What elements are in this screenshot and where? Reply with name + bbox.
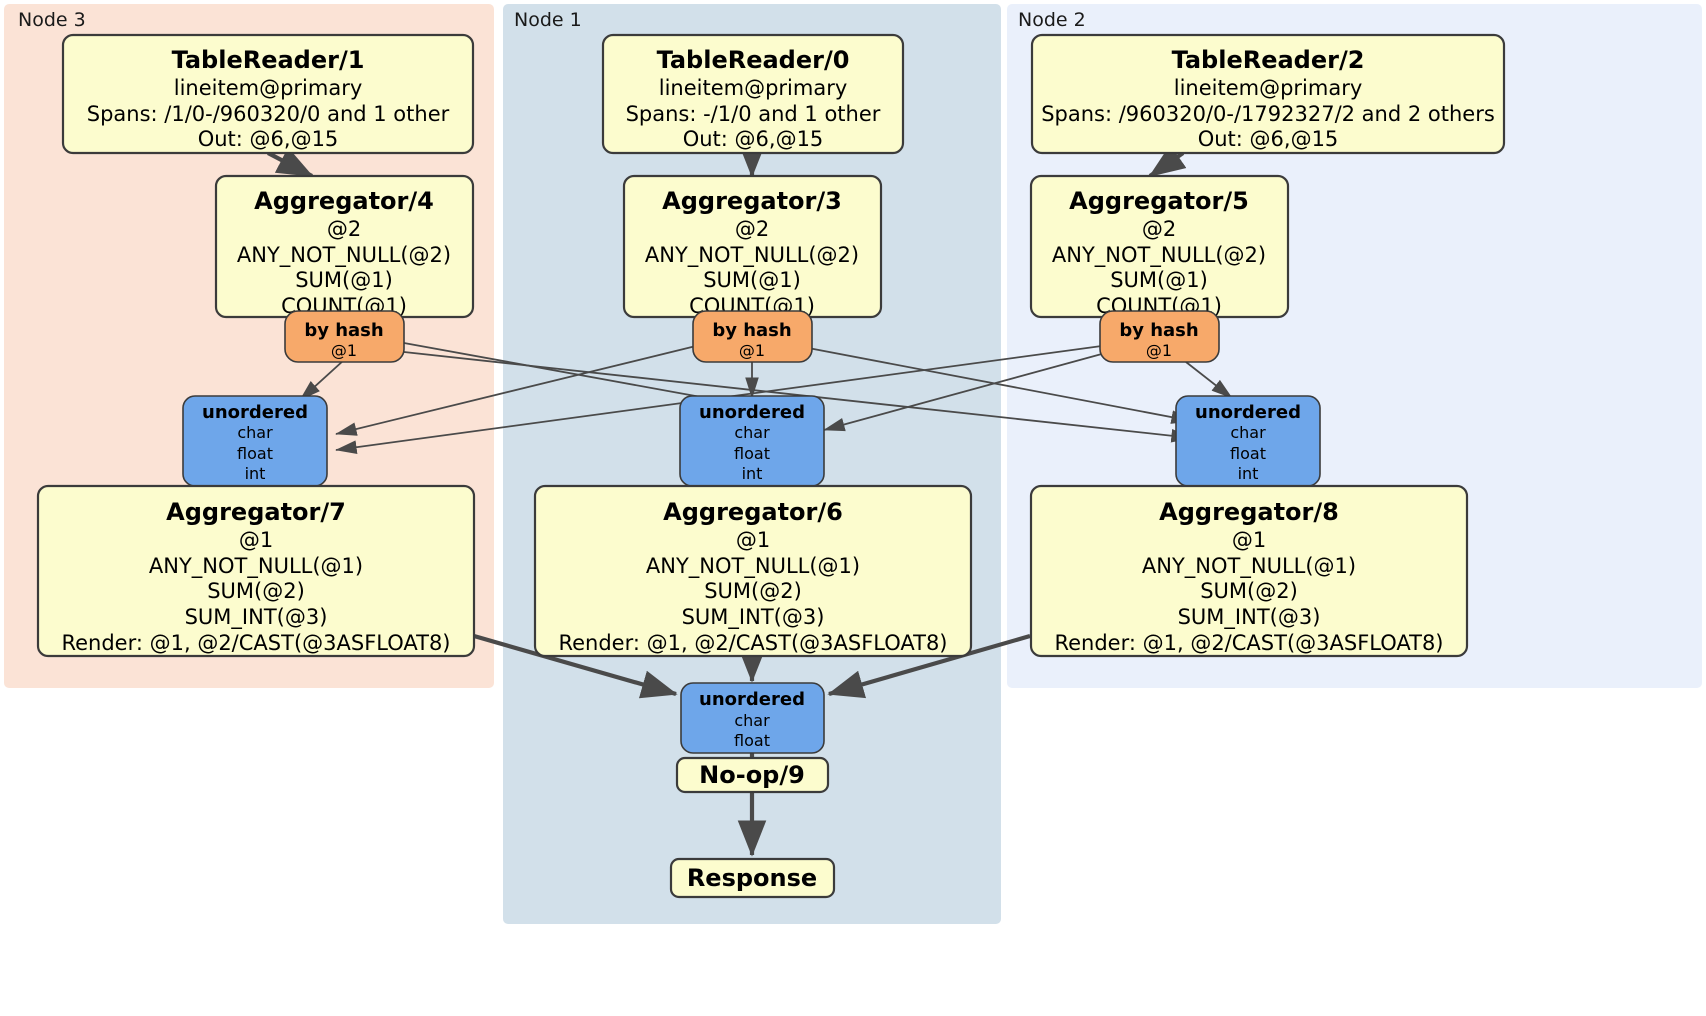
processor-table-reader-0[interactable]: TableReader/0 lineitem@primary Spans: -/…: [601, 33, 905, 155]
aggregator-8-line-2: SUM(@2): [1200, 579, 1298, 603]
aggregator-6-line-3: SUM_INT(@3): [682, 605, 825, 630]
unordered-center-line-0: char: [734, 423, 770, 442]
router-by-hash-left[interactable]: by hash @1: [284, 310, 405, 363]
unordered-final-line-1: float: [734, 731, 770, 750]
edge-hashC-to-syncR: [802, 346, 1193, 424]
edge-hashR-to-syncC: [823, 351, 1110, 432]
by-hash-left-line-0: @1: [331, 341, 357, 360]
aggregator-3-line-1: ANY_NOT_NULL(@2): [645, 243, 859, 268]
table-reader-1-line-2: Out: @6,@15: [198, 127, 339, 151]
unordered-right-title: unordered: [1195, 402, 1301, 423]
by-hash-right-line-0: @1: [1146, 341, 1172, 360]
processor-aggregator-4[interactable]: Aggregator/4 @2 ANY_NOT_NULL(@2) SUM(@1)…: [214, 174, 475, 319]
unordered-left-line-2: int: [245, 464, 266, 483]
edge-agg8-to-final-sync: [827, 633, 1031, 699]
unordered-left-line-1: float: [237, 444, 273, 463]
aggregator-7-line-0: @1: [239, 528, 273, 552]
synchronizer-unordered-final[interactable]: unordered char float: [680, 682, 825, 754]
by-hash-center-line-0: @1: [739, 341, 765, 360]
aggregator-7-line-2: SUM(@2): [207, 579, 305, 603]
by-hash-center-title: by hash: [712, 320, 791, 341]
aggregator-7-line-3: SUM_INT(@3): [185, 605, 328, 630]
aggregator-4-line-0: @2: [327, 217, 361, 241]
aggregator-5-title: Aggregator/5: [1069, 187, 1249, 215]
processor-aggregator-8[interactable]: Aggregator/8 @1 ANY_NOT_NULL(@1) SUM(@2)…: [1029, 484, 1469, 658]
processor-table-reader-2[interactable]: TableReader/2 lineitem@primary Spans: /9…: [1030, 33, 1506, 155]
edge-agg7-to-final-sync: [473, 633, 678, 699]
table-reader-2-line-1: Spans: /960320/0-/1792327/2 and 2 others: [1041, 102, 1495, 126]
processor-response[interactable]: Response: [669, 857, 836, 899]
processor-aggregator-3[interactable]: Aggregator/3 @2 ANY_NOT_NULL(@2) SUM(@1)…: [622, 174, 883, 319]
router-by-hash-right[interactable]: by hash @1: [1099, 310, 1220, 363]
panel-node3-label: Node 3: [18, 9, 86, 31]
processor-noop-9[interactable]: No-op/9: [675, 756, 830, 794]
aggregator-3-title: Aggregator/3: [662, 187, 842, 215]
aggregator-7-line-1: ANY_NOT_NULL(@1): [149, 554, 363, 579]
aggregator-3-line-2: SUM(@1): [703, 268, 801, 292]
noop-9-title: No-op/9: [699, 761, 805, 789]
aggregator-8-title: Aggregator/8: [1159, 498, 1339, 526]
processor-aggregator-6[interactable]: Aggregator/6 @1 ANY_NOT_NULL(@1) SUM(@2)…: [533, 484, 973, 658]
edge-hashL-to-syncR: [403, 351, 1193, 443]
synchronizer-unordered-left[interactable]: unordered char float int: [182, 395, 328, 487]
synchronizer-unordered-right[interactable]: unordered char float int: [1175, 395, 1321, 487]
unordered-final-line-0: char: [734, 711, 770, 730]
aggregator-6-line-2: SUM(@2): [704, 579, 802, 603]
table-reader-0-title: TableReader/0: [657, 46, 850, 74]
unordered-left-line-0: char: [237, 423, 273, 442]
unordered-right-line-1: float: [1230, 444, 1266, 463]
synchronizer-unordered-center[interactable]: unordered char float int: [679, 395, 825, 487]
processor-table-reader-1[interactable]: TableReader/1 lineitem@primary Spans: /1…: [61, 33, 475, 155]
response-title: Response: [687, 864, 817, 892]
unordered-left-title: unordered: [202, 402, 308, 423]
table-reader-0-line-1: Spans: -/1/0 and 1 other: [626, 102, 881, 126]
unordered-center-line-1: float: [734, 444, 770, 463]
table-reader-2-line-2: Out: @6,@15: [1198, 127, 1339, 151]
aggregator-4-title: Aggregator/4: [254, 187, 434, 215]
unordered-right-line-0: char: [1230, 423, 1266, 442]
aggregator-5-line-0: @2: [1142, 217, 1176, 241]
by-hash-left-title: by hash: [304, 320, 383, 341]
router-by-hash-center[interactable]: by hash @1: [692, 310, 813, 363]
unordered-final-title: unordered: [699, 689, 805, 710]
table-reader-2-line-0: lineitem@primary: [1174, 76, 1363, 100]
unordered-center-title: unordered: [699, 402, 805, 423]
edge-tr1-to-agg4: [267, 147, 314, 178]
aggregator-8-line-1: ANY_NOT_NULL(@1): [1142, 554, 1356, 579]
aggregator-6-title: Aggregator/6: [663, 498, 843, 526]
unordered-center-line-2: int: [742, 464, 763, 483]
table-reader-0-line-0: lineitem@primary: [659, 76, 848, 100]
edge-tr2-to-agg5: [1148, 144, 1187, 178]
aggregator-5-line-1: ANY_NOT_NULL(@2): [1052, 243, 1266, 268]
aggregator-4-line-2: SUM(@1): [295, 268, 393, 292]
table-reader-1-line-0: lineitem@primary: [174, 76, 363, 100]
aggregator-5-line-2: SUM(@1): [1110, 268, 1208, 292]
edge-hashC-to-syncL: [335, 344, 701, 436]
aggregator-8-line-4: Render: @1, @2/CAST(@3ASFLOAT8): [1054, 631, 1443, 655]
table-reader-0-line-2: Out: @6,@15: [683, 127, 824, 151]
aggregator-7-title: Aggregator/7: [166, 498, 346, 526]
edge-hashR-to-syncR: [1185, 361, 1233, 399]
unordered-right-line-2: int: [1238, 464, 1259, 483]
table-reader-1-title: TableReader/1: [172, 46, 365, 74]
aggregator-8-line-3: SUM_INT(@3): [1178, 605, 1321, 630]
processor-aggregator-7[interactable]: Aggregator/7 @1 ANY_NOT_NULL(@1) SUM(@2)…: [36, 484, 476, 658]
aggregator-6-line-1: ANY_NOT_NULL(@1): [646, 554, 860, 579]
processor-aggregator-5[interactable]: Aggregator/5 @2 ANY_NOT_NULL(@2) SUM(@1)…: [1029, 174, 1290, 319]
table-reader-1-line-1: Spans: /1/0-/960320/0 and 1 other: [87, 102, 450, 126]
panel-node1-label: Node 1: [514, 9, 582, 31]
edge-hashL-to-syncL: [299, 359, 345, 401]
aggregator-6-line-4: Render: @1, @2/CAST(@3ASFLOAT8): [558, 631, 947, 655]
aggregator-8-line-0: @1: [1232, 528, 1266, 552]
aggregator-3-line-0: @2: [735, 217, 769, 241]
aggregator-7-line-4: Render: @1, @2/CAST(@3ASFLOAT8): [61, 631, 450, 655]
panel-node2-label: Node 2: [1018, 9, 1086, 31]
aggregator-4-line-1: ANY_NOT_NULL(@2): [237, 243, 451, 268]
aggregator-6-line-0: @1: [736, 528, 770, 552]
by-hash-right-title: by hash: [1119, 320, 1198, 341]
table-reader-2-title: TableReader/2: [1172, 46, 1365, 74]
